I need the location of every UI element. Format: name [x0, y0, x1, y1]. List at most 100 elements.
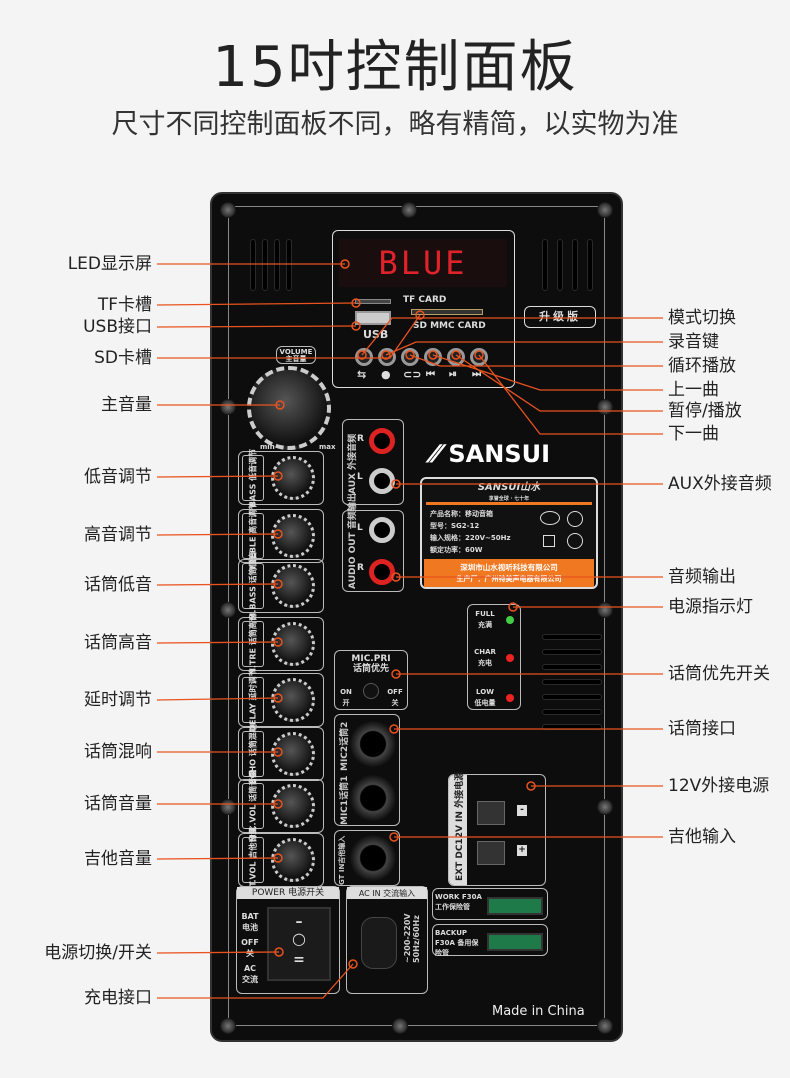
- callout-label-right: 暂停/播放: [668, 401, 742, 421]
- recycle-mark-icon: [567, 533, 583, 549]
- callout-line: [409, 354, 663, 367]
- led-display: BLUE: [339, 239, 507, 287]
- dc-terminal-plus[interactable]: [477, 841, 505, 865]
- knob-label: ECHO 话筒混响: [242, 724, 264, 784]
- power-switch-box: POWER 电源开关 BAT 电池 OFF 关 AC 交流 – ○ =: [236, 886, 340, 994]
- callout-dot: [389, 724, 399, 734]
- callout-line: [156, 583, 279, 586]
- screw-icon: [220, 602, 236, 618]
- callout-line: [156, 325, 357, 328]
- knob-label: M.BASS 话筒低音: [242, 551, 264, 621]
- knob-label: N.TRE 话筒高音: [242, 613, 264, 675]
- knob-row: DELAY 延时调节: [238, 668, 324, 732]
- mic-priority-switch[interactable]: [363, 683, 379, 699]
- callout-dot: [273, 747, 283, 757]
- aux-r-jack[interactable]: [369, 428, 395, 454]
- tf-card-label: TF CARD: [403, 295, 447, 305]
- upgrade-badge: 升级版: [524, 306, 596, 328]
- knob-row: M.BASS 话筒低音: [238, 551, 324, 621]
- vent-slot: [572, 239, 578, 291]
- screw-icon: [597, 799, 613, 815]
- knob[interactable]: [271, 784, 315, 828]
- vent-slot: [274, 239, 280, 291]
- vent-slot: [542, 709, 602, 715]
- knob[interactable]: [271, 456, 315, 500]
- knob[interactable]: [271, 678, 315, 722]
- next-icon: ⏭: [472, 369, 481, 380]
- page-title: 15吋控制面板: [212, 35, 578, 100]
- mic1-jack[interactable]: [350, 775, 396, 821]
- callout-dot: [273, 637, 283, 647]
- brand-logo: ⁄⁄ SANSUI: [432, 440, 551, 468]
- callout-dot: [451, 350, 461, 360]
- knob-row: MIC.VOL 话筒音量: [238, 770, 324, 842]
- guitar-input-box: GT IN吉他输入: [334, 830, 400, 886]
- callout-label-right: 12V外接电源: [668, 776, 770, 796]
- vent-slot: [587, 239, 593, 291]
- knob[interactable]: [271, 732, 315, 776]
- callout-dot: [348, 959, 358, 969]
- vent-slot: [250, 239, 256, 291]
- guitar-jack[interactable]: [350, 835, 396, 881]
- callout-label-right: 话筒接口: [668, 719, 736, 739]
- knob[interactable]: [271, 514, 315, 558]
- cert-mark-icon: [567, 511, 583, 527]
- dc-terminal-minus[interactable]: [477, 801, 505, 825]
- low-led: [506, 694, 514, 702]
- power-rocker-switch[interactable]: – ○ =: [267, 907, 331, 981]
- callout-label-right: AUX外接音频: [668, 474, 772, 494]
- callout-label-right: 录音键: [668, 332, 719, 352]
- out-l-jack[interactable]: [369, 517, 395, 543]
- vent-slot: [542, 239, 548, 291]
- screw-icon: [220, 799, 236, 815]
- backup-fuse[interactable]: [487, 933, 543, 951]
- mic2-jack[interactable]: [350, 721, 396, 767]
- callout-dot: [273, 529, 283, 539]
- callout-dot: [357, 350, 367, 360]
- vent-slot: [557, 239, 563, 291]
- callout-line: [385, 341, 663, 356]
- callout-label-left: 话筒高音: [84, 633, 152, 653]
- callout-line: [156, 697, 279, 701]
- tf-card-slot[interactable]: [355, 299, 391, 304]
- out-r-jack[interactable]: [369, 559, 395, 585]
- screw-icon: [597, 1018, 613, 1034]
- nameplate: SANSUI山水 享誉全球 · 七十年 产品名称：移动音箱 型号：SG2-12 …: [420, 477, 598, 589]
- callout-label-left: LED显示屏: [67, 254, 152, 274]
- work-fuse-box: WORK F30A 工作保险管: [432, 888, 548, 920]
- knob[interactable]: [271, 622, 315, 666]
- knob[interactable]: [271, 838, 315, 882]
- knob-row: TREBLE 高音调节: [238, 502, 324, 570]
- vent-slot: [542, 679, 602, 685]
- callout-line: [156, 302, 357, 306]
- made-in-label: Made in China: [492, 1004, 585, 1019]
- charge-led: [506, 654, 514, 662]
- callout-label-right: 电源指示灯: [668, 597, 753, 617]
- knob[interactable]: [271, 564, 315, 608]
- callout-label-right: 上一曲: [668, 380, 719, 400]
- master-volume-knob[interactable]: [247, 366, 331, 450]
- work-fuse[interactable]: [487, 897, 543, 915]
- callout-dot: [274, 947, 284, 957]
- screw-icon: [220, 202, 236, 218]
- screw-icon: [597, 202, 613, 218]
- callout-line: [157, 314, 421, 359]
- audio-out-box: AUDIO OUT 音频输出 L R: [342, 493, 404, 592]
- callout-label-left: 吉他音量: [84, 849, 152, 869]
- callout-dot: [526, 781, 536, 791]
- display-text: BLUE: [378, 244, 468, 282]
- ac-power-socket[interactable]: [361, 917, 397, 969]
- sd-card-slot[interactable]: [411, 309, 483, 315]
- callout-dot: [391, 572, 401, 582]
- prev-icon: ⏮: [426, 369, 435, 380]
- mode-icon: ⇆: [357, 368, 367, 381]
- knob-row: ECHO 话筒混响: [238, 724, 324, 784]
- callout-dot: [273, 693, 283, 703]
- callout-label-right: 下一曲: [668, 424, 719, 444]
- repeat-button[interactable]: [401, 348, 419, 366]
- ac-input-box: AC IN 交流输入 ~200-220V 50Hz/60Hz: [346, 886, 428, 994]
- full-led: [506, 616, 514, 624]
- usb-port[interactable]: [355, 311, 391, 325]
- callout-dot: [428, 350, 438, 360]
